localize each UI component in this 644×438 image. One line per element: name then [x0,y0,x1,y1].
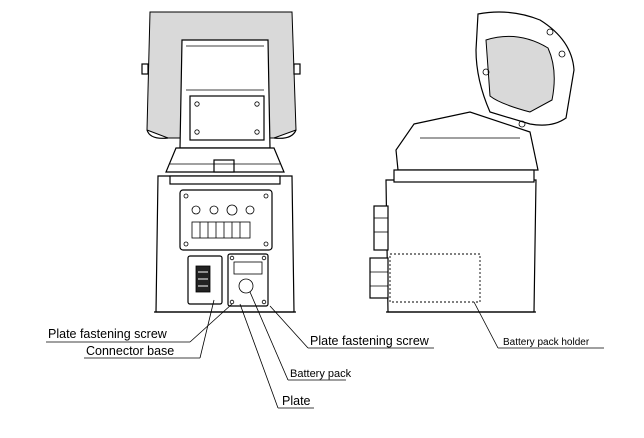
side-shoulder [395,111,539,171]
leader-lines [46,291,604,409]
label-connector-base: Connector base [86,344,174,358]
front-arm-plate [189,95,265,141]
front-view [141,11,301,313]
label-battery-pack-holder: Battery pack holder [503,337,590,348]
side-base [385,179,537,313]
label-plate-fastening-screw-right: Plate fastening screw [310,334,430,348]
label-plate-fastening-screw-left: Plate fastening screw [48,327,168,341]
side-view [369,11,575,313]
label-battery-pack: Battery pack [290,368,352,380]
connector-panel [179,189,273,251]
label-plate: Plate [282,394,311,408]
battery-pack-holder-outline [389,253,481,303]
battery-plate [227,253,269,307]
